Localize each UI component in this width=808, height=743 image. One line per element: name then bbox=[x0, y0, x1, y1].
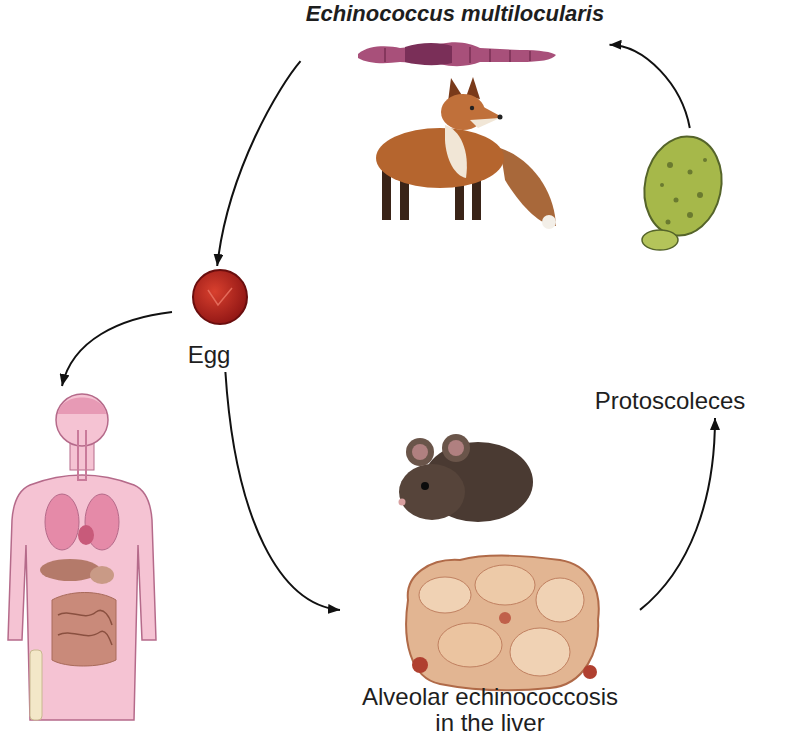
stage-label: Protoscoleces bbox=[595, 388, 746, 414]
stage-node: Protoscoleces bbox=[580, 128, 760, 418]
human-figure bbox=[8, 394, 156, 720]
cycle-arrow bbox=[640, 418, 715, 610]
liver-lesion bbox=[406, 555, 599, 690]
infection-arrow bbox=[62, 312, 172, 386]
cycle-arrow bbox=[217, 61, 300, 266]
stage-label: Alveolar echinococcosis in the liver bbox=[354, 684, 626, 736]
mouse bbox=[399, 434, 534, 522]
stage-node: Echinococcus multilocularis bbox=[301, 0, 610, 235]
stage-label: Egg bbox=[188, 342, 231, 368]
stage-node: Alveolar echinococcosis in the liver bbox=[340, 425, 640, 740]
cycle-arrow bbox=[225, 372, 340, 610]
protoscolex bbox=[635, 129, 730, 250]
fox bbox=[376, 77, 556, 229]
tapeworm bbox=[358, 42, 556, 66]
organism-name: Echinococcus multilocularis bbox=[306, 2, 604, 26]
egg-figure bbox=[193, 270, 247, 324]
cycle-arrow bbox=[610, 45, 690, 128]
stage-node: Egg bbox=[168, 266, 250, 372]
